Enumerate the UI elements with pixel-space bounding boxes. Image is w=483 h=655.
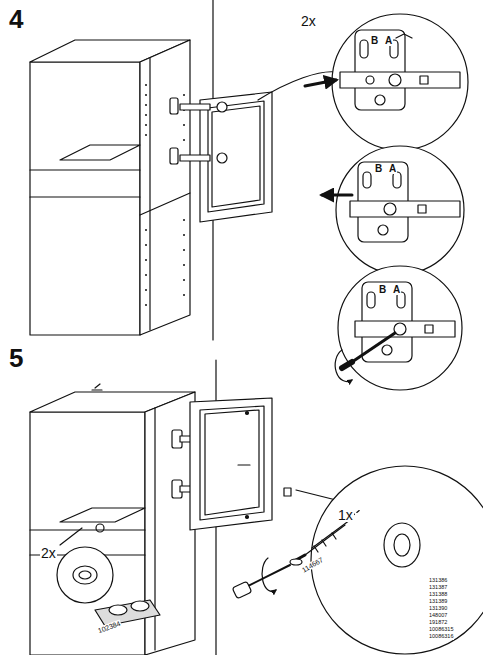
part-number: 10086315: [428, 627, 454, 633]
part-number: 131386: [428, 578, 448, 584]
leader-line: [296, 490, 336, 500]
part-number: 131387: [428, 585, 448, 591]
cabinet: [30, 392, 195, 655]
wall-fixing: [92, 389, 102, 390]
bumper-detail: [57, 524, 160, 626]
part-number: 148007: [428, 613, 448, 619]
part-number: 131389: [428, 599, 448, 605]
part-number: 131390: [428, 606, 448, 612]
part-number: 10086316: [428, 634, 454, 640]
hinge-letter: B: [370, 36, 379, 46]
step-number: 5: [8, 345, 24, 371]
hinge-letter: A: [384, 36, 393, 46]
quantity: 2x: [40, 546, 57, 560]
hinge-letter: B: [374, 164, 383, 174]
hinge-detail: [335, 266, 462, 390]
hinge-detail: [305, 14, 468, 150]
cabinet: [30, 40, 190, 335]
part-number: 191872: [428, 620, 448, 626]
shelf-holes: [145, 84, 185, 306]
quantity: 1x: [337, 508, 354, 522]
step-number: 4: [8, 6, 24, 32]
mounting-plate: [170, 98, 178, 164]
hinge-letter: B: [378, 285, 387, 295]
leader-line: [258, 72, 336, 100]
door: [190, 398, 291, 530]
hinge-detail: [322, 146, 464, 274]
wall-fixing: [95, 384, 100, 388]
hinge-letter: A: [392, 285, 401, 295]
door: [180, 92, 272, 222]
part-number: 131388: [428, 592, 448, 598]
hinge-letter: A: [388, 164, 397, 174]
quantity: 2x: [300, 14, 317, 28]
knob-detail: [232, 466, 483, 654]
